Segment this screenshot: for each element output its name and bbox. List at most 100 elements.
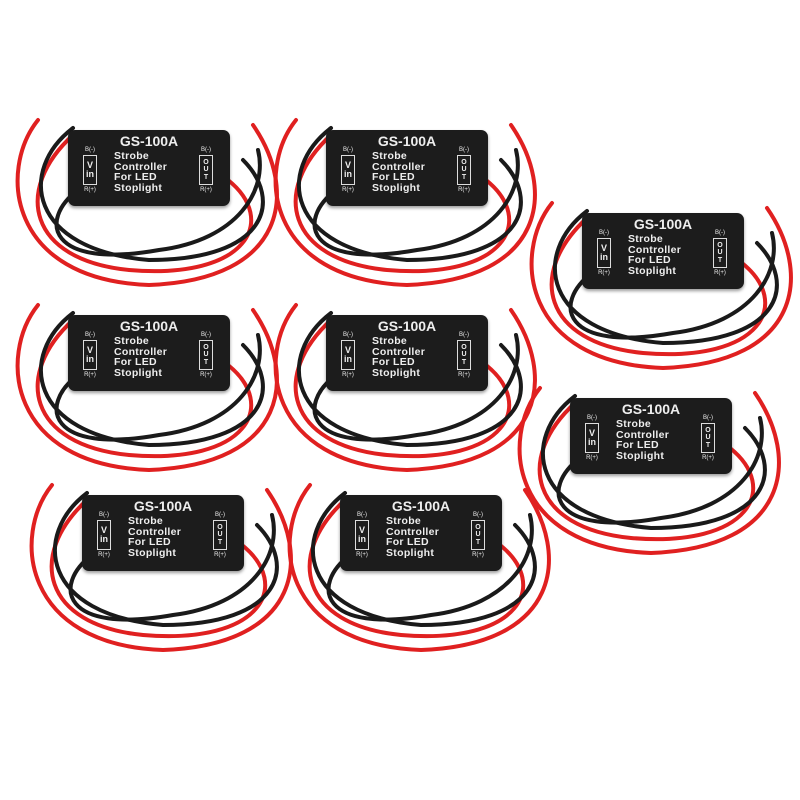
black-wire <box>568 231 776 340</box>
out-o: O <box>461 158 467 166</box>
out-u: U <box>705 434 711 442</box>
black-wire <box>54 148 262 257</box>
output-positive-label: R(+) <box>200 187 212 193</box>
black-wire <box>553 209 779 346</box>
desc-line: Controller <box>114 160 168 173</box>
desc-line: Stoplight <box>114 181 163 194</box>
description: Strobe Controller For LED Stoplight <box>628 234 681 276</box>
out-o: O <box>705 426 711 434</box>
desc-line: Controller <box>628 243 682 256</box>
vin-in: in <box>86 354 94 364</box>
vin-v: V <box>344 345 351 355</box>
out-u: U <box>461 166 467 174</box>
desc-line: Strobe <box>372 150 408 162</box>
description: Strobe Controller For LED Stoplight <box>372 336 425 378</box>
out-o: O <box>217 523 223 531</box>
input-negative-label: B(-) <box>343 147 353 153</box>
vin-v: V <box>600 243 607 253</box>
model-label: GS-100A <box>119 318 179 334</box>
model-label: GS-100A <box>633 216 693 232</box>
out-t: T <box>475 538 481 546</box>
out-o: O <box>717 241 723 249</box>
vin-in: in <box>344 169 352 179</box>
desc-line: Stoplight <box>114 366 163 379</box>
output-negative-label: B(-) <box>715 230 725 236</box>
desc-line: Controller <box>114 345 168 358</box>
input-positive-label: R(+) <box>586 455 598 461</box>
desc-line: Stoplight <box>372 366 421 379</box>
desc-line: For LED <box>616 439 659 451</box>
vin-in: in <box>100 534 108 544</box>
output-negative-label: B(-) <box>459 147 469 153</box>
description: Strobe Controller For LED Stoplight <box>386 516 439 558</box>
out-u: U <box>217 531 223 539</box>
description: Strobe Controller For LED Stoplight <box>372 151 425 193</box>
vin-in: in <box>588 437 596 447</box>
input-positive-label: R(+) <box>356 552 368 558</box>
desc-line: Stoplight <box>616 449 665 462</box>
input-negative-label: B(-) <box>587 415 597 421</box>
input-positive-label: R(+) <box>598 270 610 276</box>
vin-v: V <box>344 160 351 170</box>
black-wire <box>53 491 279 628</box>
desc-line: Controller <box>372 160 426 173</box>
black-wire <box>312 333 520 442</box>
output-negative-label: B(-) <box>215 512 225 518</box>
model-label: GS-100A <box>377 133 437 149</box>
description: Strobe Controller For LED Stoplight <box>114 151 167 193</box>
desc-line: For LED <box>628 254 671 266</box>
vin-in: in <box>358 534 366 544</box>
input-negative-label: B(-) <box>343 332 353 338</box>
desc-line: Strobe <box>372 335 408 347</box>
out-u: U <box>475 531 481 539</box>
desc-line: Strobe <box>128 515 164 527</box>
black-wire <box>311 491 537 628</box>
vin-v: V <box>86 345 93 355</box>
input-positive-label: R(+) <box>342 372 354 378</box>
red-wire <box>273 303 537 473</box>
desc-line: Stoplight <box>628 264 677 277</box>
out-u: U <box>461 351 467 359</box>
input-positive-label: R(+) <box>98 552 110 558</box>
vin-in: in <box>86 169 94 179</box>
desc-line: For LED <box>372 356 415 368</box>
description: Strobe Controller For LED Stoplight <box>114 336 167 378</box>
red-wire <box>273 118 537 288</box>
output-negative-label: B(-) <box>473 512 483 518</box>
output-positive-label: R(+) <box>458 372 470 378</box>
desc-line: For LED <box>114 356 157 368</box>
model-label: GS-100A <box>391 498 451 514</box>
black-wire <box>68 513 276 622</box>
red-wire <box>287 483 551 653</box>
out-t: T <box>217 538 223 546</box>
black-wire <box>541 394 767 531</box>
description: Strobe Controller For LED Stoplight <box>128 516 181 558</box>
out-o: O <box>203 343 209 351</box>
desc-line: Stoplight <box>386 546 435 559</box>
input-negative-label: B(-) <box>599 230 609 236</box>
vin-v: V <box>358 525 365 535</box>
out-o: O <box>461 343 467 351</box>
black-wire <box>297 311 523 448</box>
desc-line: For LED <box>114 171 157 183</box>
out-u: U <box>717 249 723 257</box>
desc-line: Controller <box>372 345 426 358</box>
desc-line: Strobe <box>628 233 664 245</box>
black-wire <box>39 126 265 263</box>
vin-v: V <box>100 525 107 535</box>
out-u: U <box>203 166 209 174</box>
output-negative-label: B(-) <box>201 147 211 153</box>
vin-in: in <box>600 252 608 262</box>
output-positive-label: R(+) <box>214 552 226 558</box>
desc-line: Stoplight <box>128 546 177 559</box>
